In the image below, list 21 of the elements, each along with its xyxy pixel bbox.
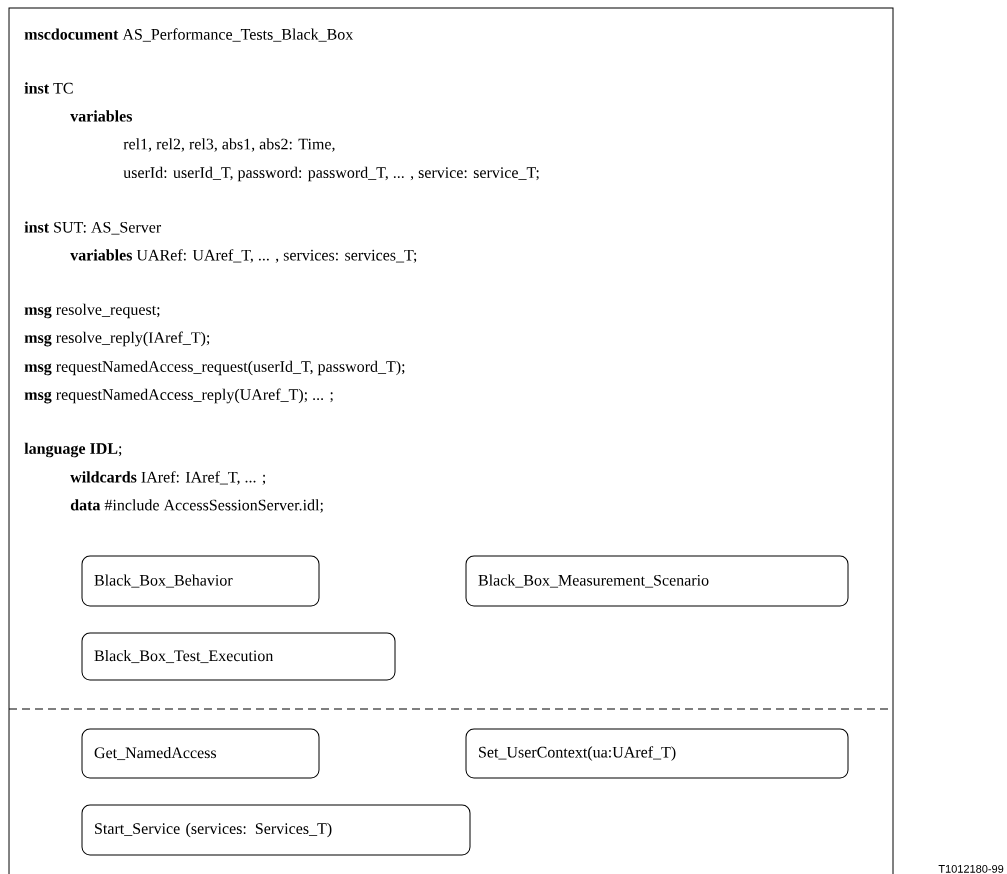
declaration-text: data #include AccessSessionServer.idl; — [70, 499, 323, 513]
declaration-text: inst SUT: AS_Server — [24, 221, 162, 235]
diagram-box: Black_Box_Measurement_Scenario — [465, 555, 849, 607]
diagram-box: Black_Box_Behavior — [81, 555, 320, 607]
diagram-box: Black_Box_Test_Execution — [81, 632, 396, 681]
diagram-box: Set_UserContext(ua:UAref_T) — [465, 728, 849, 779]
declaration-text: msg requestNamedAccess_reply(UAref_T); ... ; — [24, 388, 333, 404]
declaration-text: mscdocument AS_Performance_Tests_Black_Box — [24, 28, 354, 42]
declaration-text: wildcards IAref: IAref_T, ... ; — [70, 471, 266, 485]
diagram-box: Start_Service (services: Services_T) — [81, 804, 471, 856]
figure-number: T1012180-99 — [938, 865, 1004, 873]
declaration-text: variables — [70, 110, 133, 122]
declaration-text: msg requestNamedAccess_request(userId_T, password_T); — [24, 360, 405, 376]
declaration-text: msg resolve_request; — [24, 303, 160, 319]
declaration-text: msg resolve_reply(IAref_T); — [24, 331, 210, 347]
declaration-text: rel1, rel2, rel3, abs1, abs2: Time, — [123, 138, 335, 152]
declaration-text: inst TC — [24, 82, 73, 94]
diagram-box: Get_NamedAccess — [81, 728, 320, 779]
declaration-text: language IDL; — [24, 442, 122, 458]
declaration-text: variables UARef: UAref_T, ... , services: services_T; — [70, 249, 417, 263]
declaration-text: userId: userId_T, password: password_T, ... , service: service_T; — [123, 166, 539, 182]
